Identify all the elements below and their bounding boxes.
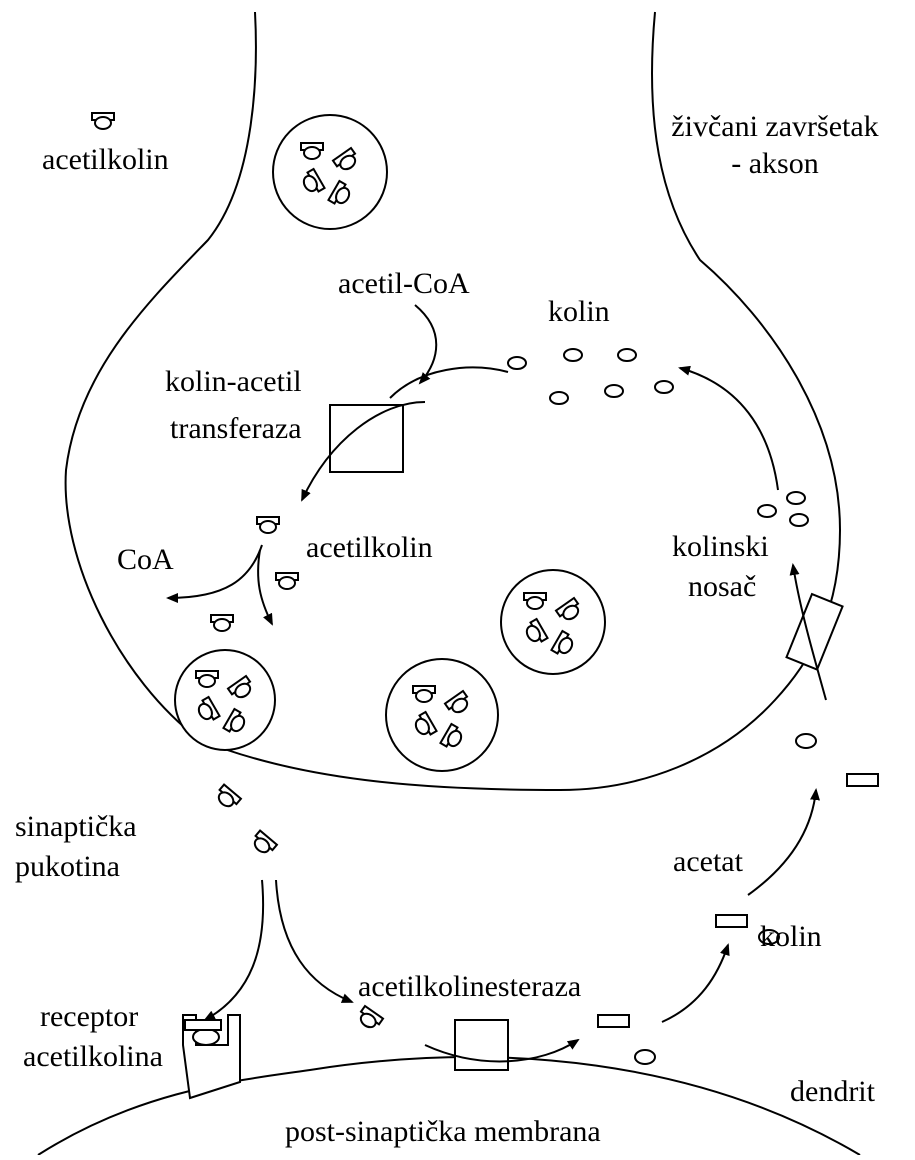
choline-molecules-transported [757,491,809,527]
nerve-ending-label-line1: živčani završetak [671,110,879,143]
choline-uptake-arrow [789,563,827,701]
dendrite-label: dendrit [790,1075,875,1108]
acetylcholine-molecule [210,614,234,632]
acetate-label: acetat [673,845,743,878]
recycle-arrow [747,788,820,896]
synaptic-cleft-label-line1: sinaptička [15,810,137,843]
choline-carrier-label-line1: kolinski [672,530,769,563]
coa-label: CoA [117,543,174,576]
released-acetylcholine [248,829,278,858]
choline-carrier [785,592,844,671]
cleft-to-receptor-arrow [203,879,265,1021]
transferase-label-line1: kolin-acetil [165,365,302,398]
enzyme-to-acetylcholine-arrow [301,401,426,502]
nerve-ending-label-line2: - akson [731,147,819,180]
legend-acetylcholine-label: acetilkolin [42,143,169,176]
coa-release-arrow [166,544,263,603]
transferase-label-line2: transferaza [170,412,302,445]
acetyl-coa-arrow [414,304,438,385]
esterase-reaction-arrow [424,1038,580,1063]
choline-to-enzyme-arrow [389,366,509,399]
axon-terminal-outline [64,11,842,792]
vesicle-top [272,114,388,230]
choline-return-arrow [678,365,779,491]
esterase-label: acetilkolinesteraza [358,970,582,1003]
vesicle-right [500,569,606,675]
receptor-label-line1: receptor [40,1000,139,1033]
products-arrow [661,943,730,1023]
acetylcholine-molecule [275,572,299,590]
acetylcholine-to-vesicle-arrow [257,549,273,626]
vesicle-left [174,649,276,751]
esterase-enzyme-box [454,1019,509,1071]
choline-molecules-top [507,348,674,405]
acetate-molecule [597,1014,630,1028]
acetylcholine-receptor [182,1014,241,1100]
choline-molecule [795,733,817,749]
post-synaptic-membrane [37,1056,861,1156]
receptor-label-line2: acetilkolina [23,1040,163,1073]
post-synaptic-membrane-label: post-sinaptička membrana [285,1115,601,1148]
choline-label-bottom: kolin [760,920,822,953]
choline-label-top: kolin [548,295,610,328]
legend-acetylcholine-icon [91,112,115,130]
choline-carrier-label-line2: nosač [688,570,757,603]
cleft-to-esterase-arrow [275,879,354,1003]
acetylcholine-at-esterase [354,1004,385,1033]
acetylcholine-label-mid: acetilkolin [306,531,433,564]
synaptic-cleft-label-line2: pukotina [15,850,120,883]
vesicle-center [385,658,499,772]
acetyl-coa-label: acetil-CoA [338,267,470,300]
acetate-molecule [715,914,748,928]
released-acetylcholine [212,783,242,812]
choline-molecule [758,929,780,945]
choline-molecule [634,1049,656,1065]
acetylcholine-molecule [256,516,280,534]
transferase-enzyme-box [329,404,404,473]
acetate-molecule [846,773,879,787]
